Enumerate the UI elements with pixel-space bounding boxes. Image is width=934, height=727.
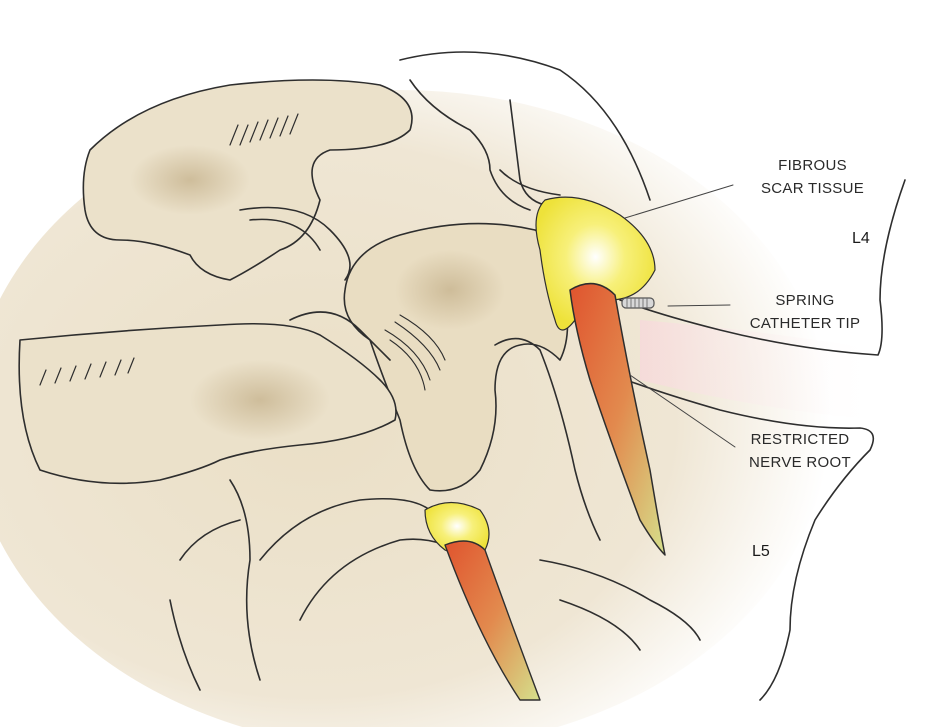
- label-line: CATHETER TIP: [749, 315, 861, 332]
- label-line: NERVE ROOT: [749, 454, 851, 471]
- label-line: SPRING: [775, 292, 835, 309]
- label-fibrous-scar-tissue: FIBROUS SCAR TISSUE: [740, 154, 885, 200]
- label-restricted-nerve-root: RESTRICTED NERVE ROOT: [730, 428, 870, 474]
- upper-lamina: [399, 51, 651, 211]
- lower-lamina: [169, 479, 471, 691]
- label-line: SCAR TISSUE: [760, 180, 865, 197]
- disc-tint: [640, 320, 880, 420]
- label-line: FIBROUS: [778, 157, 847, 174]
- label-spring-catheter-tip: SPRING CATHETER TIP: [735, 289, 875, 335]
- leader-lines: [624, 184, 736, 448]
- level-label-l5: L5: [752, 543, 770, 560]
- label-line: RESTRICTED: [750, 431, 850, 448]
- level-label-l4: L4: [852, 230, 870, 247]
- l4-body-outline: [619, 179, 906, 356]
- spring-catheter-tip: [621, 297, 655, 309]
- nerve-root: [569, 282, 666, 556]
- l5-body-outline: [599, 369, 875, 701]
- lower-nerve-root: [444, 540, 541, 701]
